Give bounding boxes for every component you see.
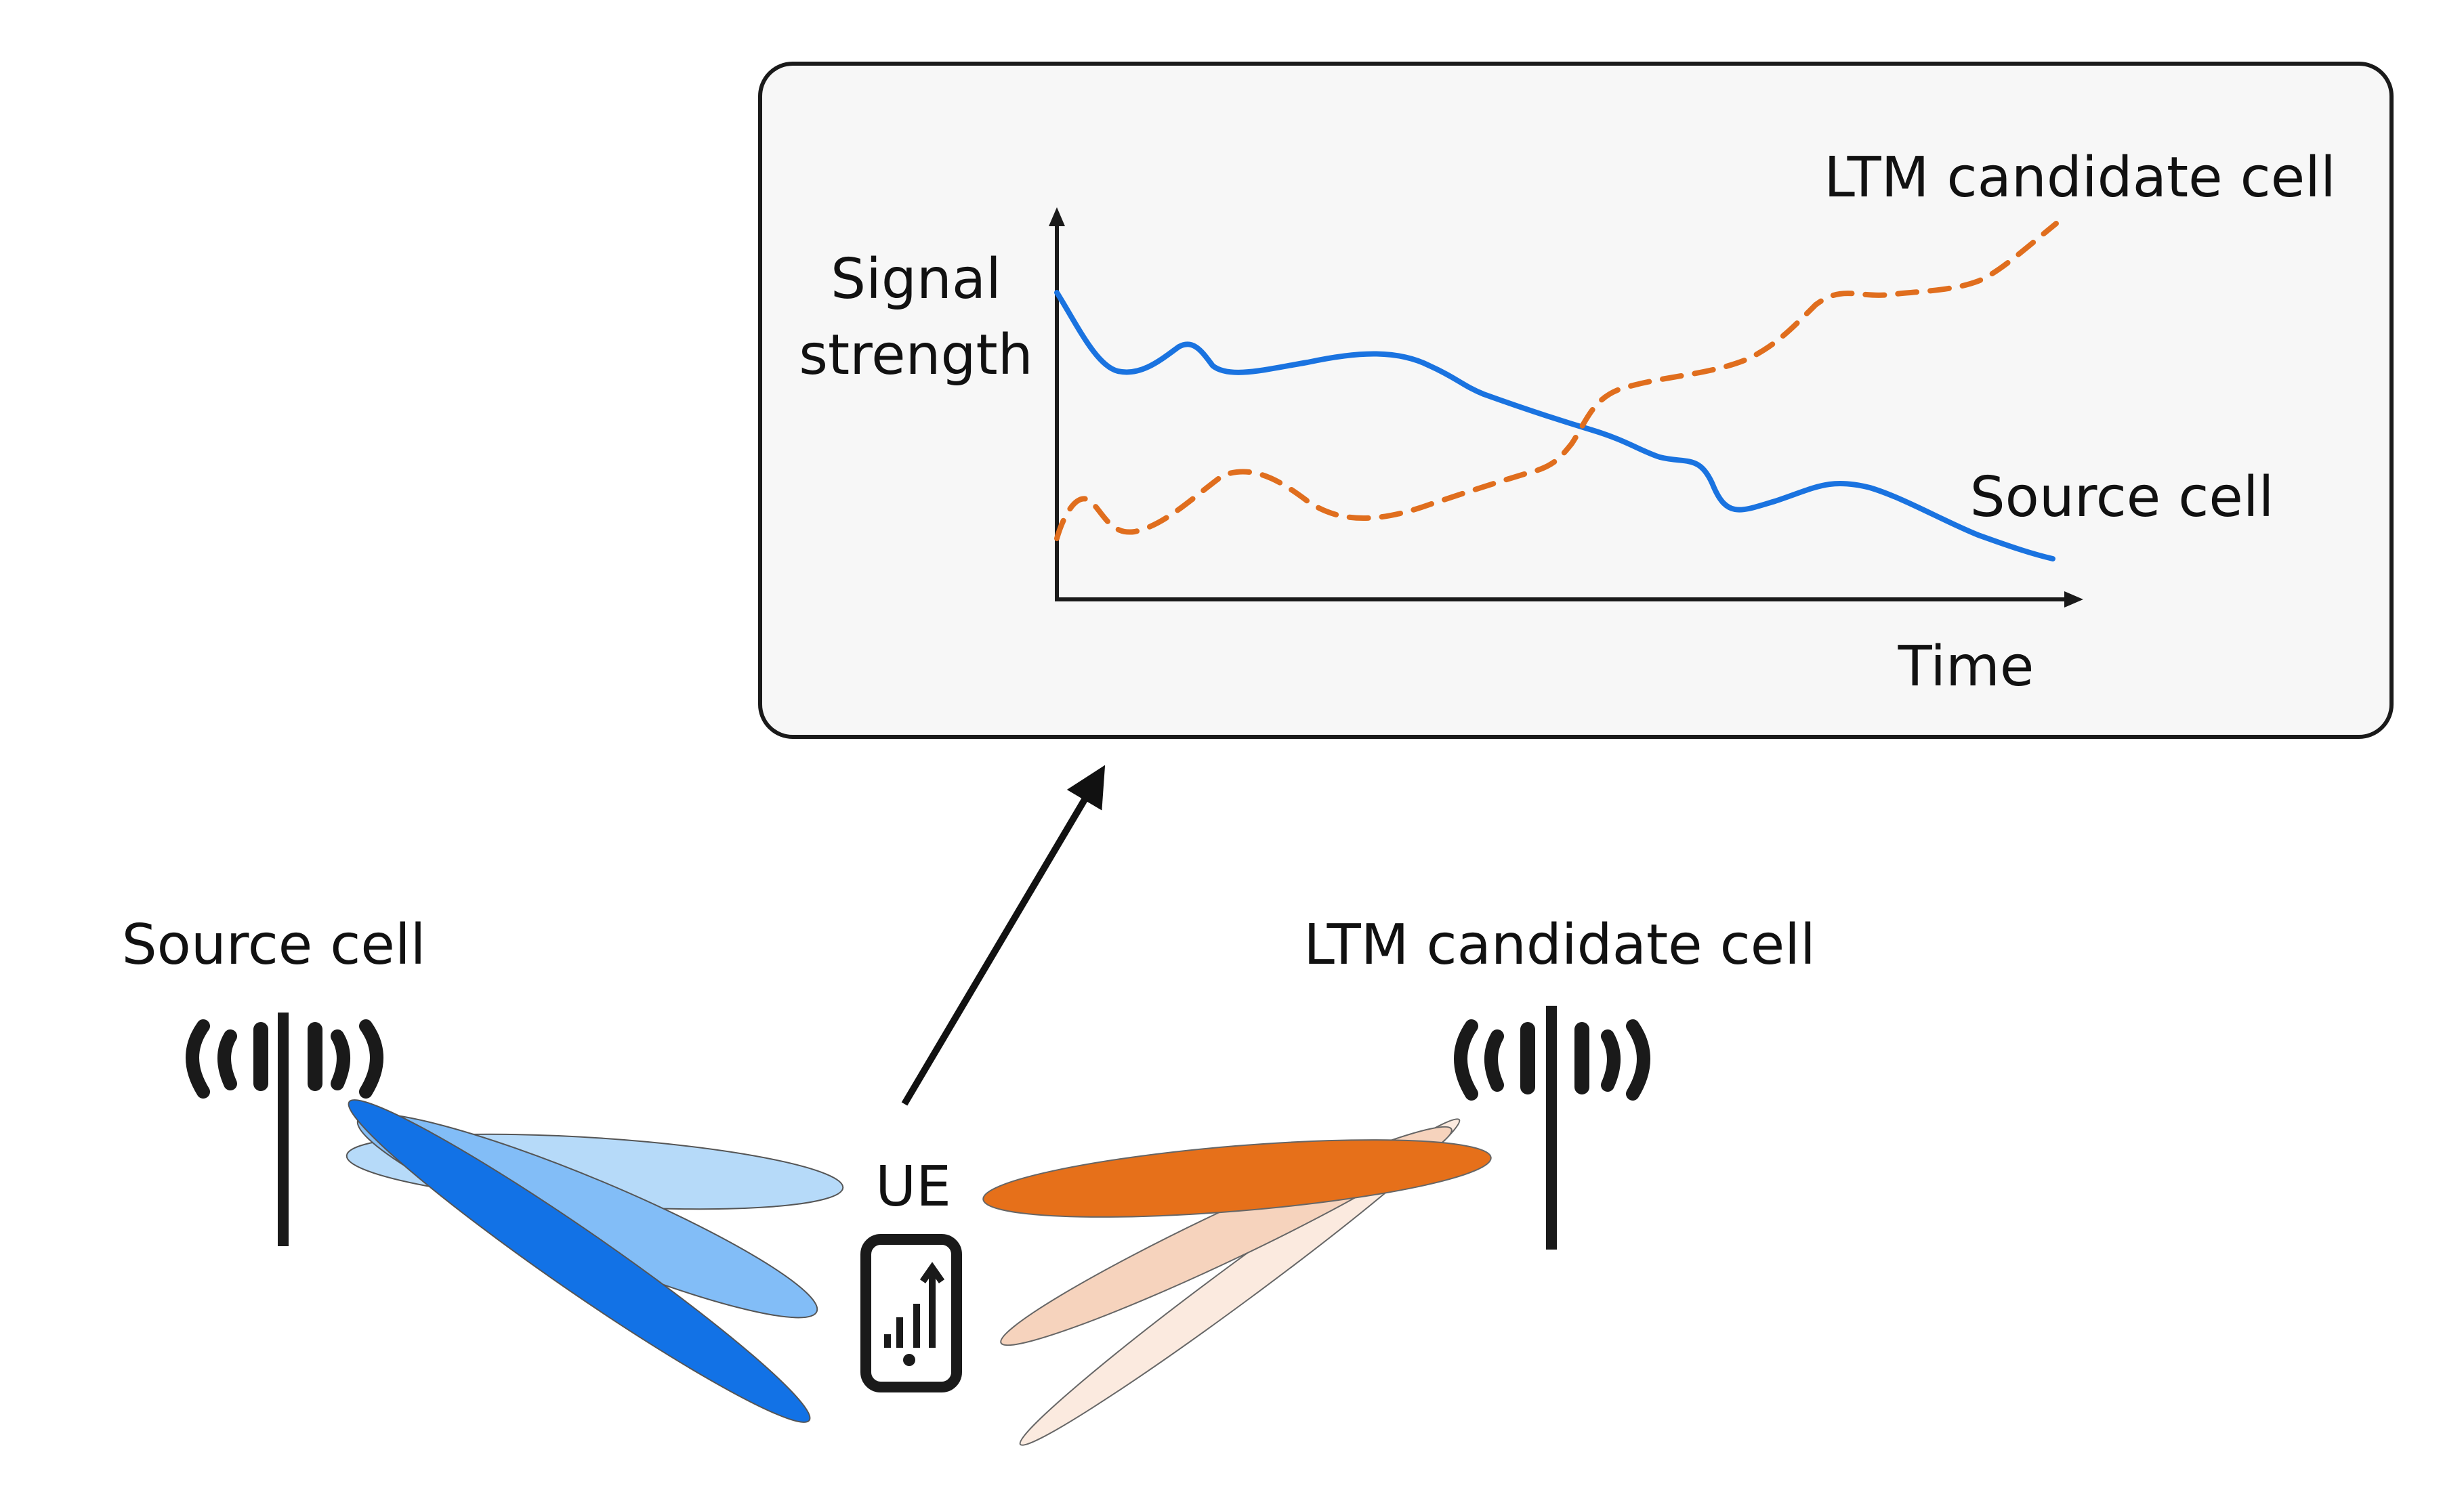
phone-signal-icon <box>860 1234 962 1392</box>
source-cell-label: Source cell <box>122 913 426 977</box>
x-axis-label: Time <box>1898 635 2034 699</box>
x-axis-arrow <box>2064 591 2083 608</box>
series-label-ltm-candidate-cell: LTM candidate cell <box>1824 146 2336 210</box>
antenna-icon <box>1454 1006 1650 1250</box>
series-line-source-cell <box>1054 290 2055 561</box>
y-axis-arrow <box>1049 207 1065 226</box>
candidate-beam-dark <box>982 1139 1492 1218</box>
ltm-candidate-cell-label: LTM candidate cell <box>1303 913 1816 977</box>
series-label-source-cell: Source cell <box>1970 465 2274 530</box>
y-axis-label-line1: Signal <box>831 247 1001 312</box>
source-cell-antenna: Source cell <box>122 913 426 1246</box>
chart-panel: Signal strength Time LTM candidate cell … <box>758 62 2394 739</box>
source-cell-beams <box>346 1099 844 1423</box>
y-axis-label-line2: strength <box>799 323 1032 387</box>
ltm-candidate-cell-antenna: LTM candidate cell <box>1303 913 1816 1250</box>
ue-to-panel-arrow <box>901 765 1106 1106</box>
ltm-candidate-cell-beams <box>982 1118 1492 1446</box>
series-line-ltm-candidate-cell <box>1054 221 2059 541</box>
chart-panel-background <box>758 62 2394 739</box>
ue-label: UE <box>875 1155 951 1219</box>
antenna-icon <box>186 1013 383 1246</box>
source-beam-dark <box>348 1099 811 1423</box>
ue-device: UE <box>860 1155 962 1392</box>
